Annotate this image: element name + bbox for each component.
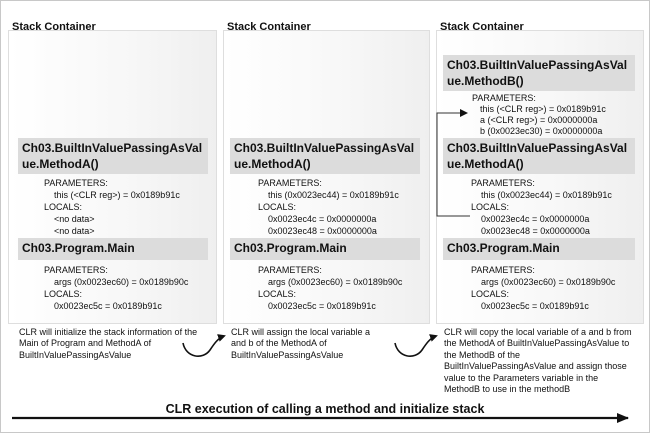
frame-title-line1: Ch03.Program.Main: [234, 241, 347, 255]
stack-2-methodA-param-this: this (0x0023ec44) = 0x0189b91c: [268, 190, 399, 200]
stack-1-note: CLR will initialize the stack informatio…: [19, 327, 198, 360]
stack-2-main-locals-label: LOCALS:: [258, 289, 297, 299]
stack-3-methodA-local-a: 0x0023ec4c = 0x0000000a: [481, 214, 590, 224]
stack-3-main-header: Ch03.Program.Main: [443, 238, 635, 260]
stack-1-methodA-param-this: this (<CLR reg>) = 0x0189b91c: [54, 190, 180, 200]
stack-3-methodB-param-b: b (0x0023ec30) = 0x0000000a: [480, 126, 603, 136]
frame-title-line2: ue.MethodB(): [447, 74, 524, 88]
stack-3-methodB-params-label: PARAMETERS:: [472, 93, 536, 103]
stack-2-methodA-locals-label: LOCALS:: [258, 202, 297, 212]
stack-2-methodA-local-a: 0x0023ec4c = 0x0000000a: [268, 214, 377, 224]
stack-1-main-param-args: args (0x0023ec60) = 0x0189b90c: [54, 277, 189, 287]
frame-title-line1: Ch03.BuiltInValuePassingAsVal: [22, 141, 203, 155]
stack-2-main-param-args: args (0x0023ec60) = 0x0189b90c: [268, 277, 403, 287]
stack-3-methodA-frame: Ch03.BuiltInValuePassingAsVal ue.MethodA…: [443, 138, 635, 238]
frame-title-line1: Ch03.Program.Main: [22, 241, 135, 255]
stack-1-methodA-frame: Ch03.BuiltInValuePassingAsVal ue.MethodA…: [18, 138, 208, 238]
frame-title-line1: Ch03.BuiltInValuePassingAsVal: [447, 141, 628, 155]
stack-1-methodA-local-1: <no data>: [54, 214, 95, 224]
stack-1-main-params-label: PARAMETERS:: [44, 265, 108, 275]
stack-3-main-frame: Ch03.Program.Main: [443, 238, 635, 318]
stack-2-methodA-local-b: 0x0023ec48 = 0x0000000a: [268, 226, 377, 236]
stack-1-main-header: Ch03.Program.Main: [18, 238, 208, 260]
frame-title-line2: ue.MethodA(): [234, 157, 311, 171]
frame-title-line1: Ch03.BuiltInValuePassingAsVal: [234, 141, 415, 155]
stack-3-methodB-param-this: this (<CLR reg>) = 0x0189b91c: [480, 104, 606, 114]
stack-container-1-title: Stack Container: [12, 21, 96, 33]
stack-3-main-local-1: 0x0023ec5c = 0x0189b91c: [481, 301, 589, 311]
stack-2-methodA-params-label: PARAMETERS:: [258, 178, 322, 188]
stack-3-methodB-header: Ch03.BuiltInValuePassingAsVal ue.MethodB…: [443, 55, 635, 91]
footer-caption: CLR execution of calling a method and in…: [165, 402, 485, 416]
stack-1-main-locals-label: LOCALS:: [44, 289, 83, 299]
stack-3-methodB-param-a: a (<CLR reg>) = 0x0000000a: [480, 115, 598, 125]
stack-1-methodA-header: Ch03.BuiltInValuePassingAsVal ue.MethodA…: [18, 138, 208, 174]
stack-1-methodA-params-label: PARAMETERS:: [44, 178, 108, 188]
stack-3-methodA-locals-label: LOCALS:: [471, 202, 510, 212]
frame-title-line2: ue.MethodA(): [22, 157, 99, 171]
transition-arrow-1-icon: [182, 334, 226, 357]
stack-1-main-frame: Ch03.Program.Main: [18, 238, 208, 318]
stack-2-main-frame: Ch03.Program.Main: [230, 238, 420, 318]
stack-3-main-param-args: args (0x0023ec60) = 0x0189b90c: [481, 277, 616, 287]
transition-arrow-2-icon: [394, 334, 438, 357]
stack-container-2: [223, 30, 430, 324]
stack-2-methodA-frame: Ch03.BuiltInValuePassingAsVal ue.MethodA…: [230, 138, 420, 238]
stack-3-methodA-local-b: 0x0023ec48 = 0x0000000a: [481, 226, 590, 236]
stack-3-methodA-header: Ch03.BuiltInValuePassingAsVal ue.MethodA…: [443, 138, 635, 174]
frame-title-line1: Ch03.BuiltInValuePassingAsVal: [447, 58, 628, 72]
stack-container-2-title: Stack Container: [227, 21, 311, 33]
stack-2-note: CLR will assign the local variable a and…: [231, 327, 371, 360]
stack-3-methodA-params-label: PARAMETERS:: [471, 178, 535, 188]
stack-3-note: CLR will copy the local variable of a an…: [444, 327, 632, 395]
stack-2-main-params-label: PARAMETERS:: [258, 265, 322, 275]
stack-1-main-local-1: 0x0023ec5c = 0x0189b91c: [54, 301, 162, 311]
stack-container-1: [8, 30, 217, 324]
stack-3-main-locals-label: LOCALS:: [471, 289, 510, 299]
stack-2-methodA-header: Ch03.BuiltInValuePassingAsVal ue.MethodA…: [230, 138, 420, 174]
stack-1-methodA-local-2: <no data>: [54, 226, 95, 236]
frame-title-line2: ue.MethodA(): [447, 157, 524, 171]
stack-3-methodB-frame: Ch03.BuiltInValuePassingAsVal ue.MethodB…: [443, 55, 635, 137]
stack-3-main-params-label: PARAMETERS:: [471, 265, 535, 275]
frame-title-line1: Ch03.Program.Main: [447, 241, 560, 255]
stack-3-methodA-param-this: this (0x0023ec44) = 0x0189b91c: [481, 190, 612, 200]
stack-1-methodA-locals-label: LOCALS:: [44, 202, 83, 212]
stack-container-3-title: Stack Container: [440, 21, 524, 33]
stack-2-main-local-1: 0x0023ec5c = 0x0189b91c: [268, 301, 376, 311]
copy-variables-arrow-icon: [436, 109, 470, 217]
stack-2-main-header: Ch03.Program.Main: [230, 238, 420, 260]
